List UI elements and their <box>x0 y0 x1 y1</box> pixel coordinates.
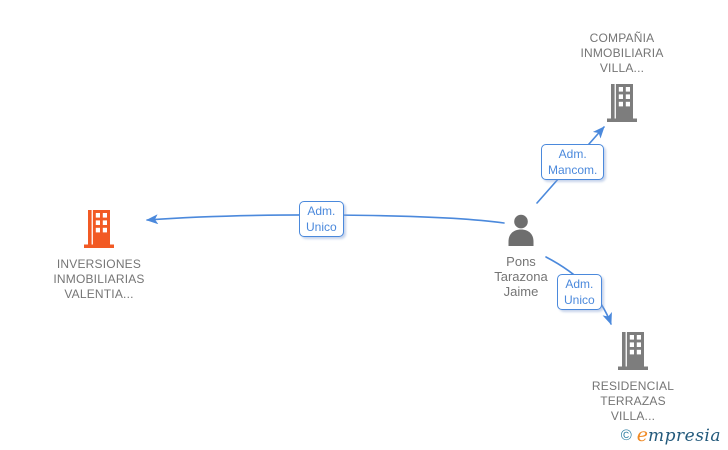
company-name: RESIDENCIAL TERRAZAS VILLA... <box>591 379 675 423</box>
company-name: COMPAÑIA INMOBILIARIA VILLA... <box>580 31 664 75</box>
person-name: Pons Tarazona Jaime <box>494 254 548 299</box>
node-person[interactable]: Pons Tarazona Jaime <box>446 214 596 299</box>
copyright-icon: © <box>620 427 632 444</box>
node-company-top[interactable]: COMPAÑIA INMOBILIARIA VILLA... <box>547 31 697 127</box>
brand-wordmark: empresia <box>636 424 721 446</box>
node-company-bottom[interactable]: RESIDENCIAL TERRAZAS VILLA... <box>558 332 708 424</box>
brand-initial: e <box>636 424 648 446</box>
node-company-left[interactable]: INVERSIONES INMOBILIARIAS VALENTIA... <box>24 210 174 302</box>
person-icon <box>506 214 536 252</box>
building-icon <box>618 332 648 375</box>
building-icon <box>84 210 114 253</box>
edge-label-adm-mancom: Adm. Mancom. <box>541 144 605 180</box>
edge-label-adm-unico-2: Adm. Unico <box>557 274 602 310</box>
edge-label-adm-unico: Adm. Unico <box>299 201 344 237</box>
brand-rest: mpresia <box>648 426 721 446</box>
building-icon <box>607 84 637 127</box>
edge-person-to-left-company <box>146 214 505 225</box>
empresia-watermark: © empresia <box>620 424 721 446</box>
company-name: INVERSIONES INMOBILIARIAS VALENTIA... <box>53 257 145 301</box>
